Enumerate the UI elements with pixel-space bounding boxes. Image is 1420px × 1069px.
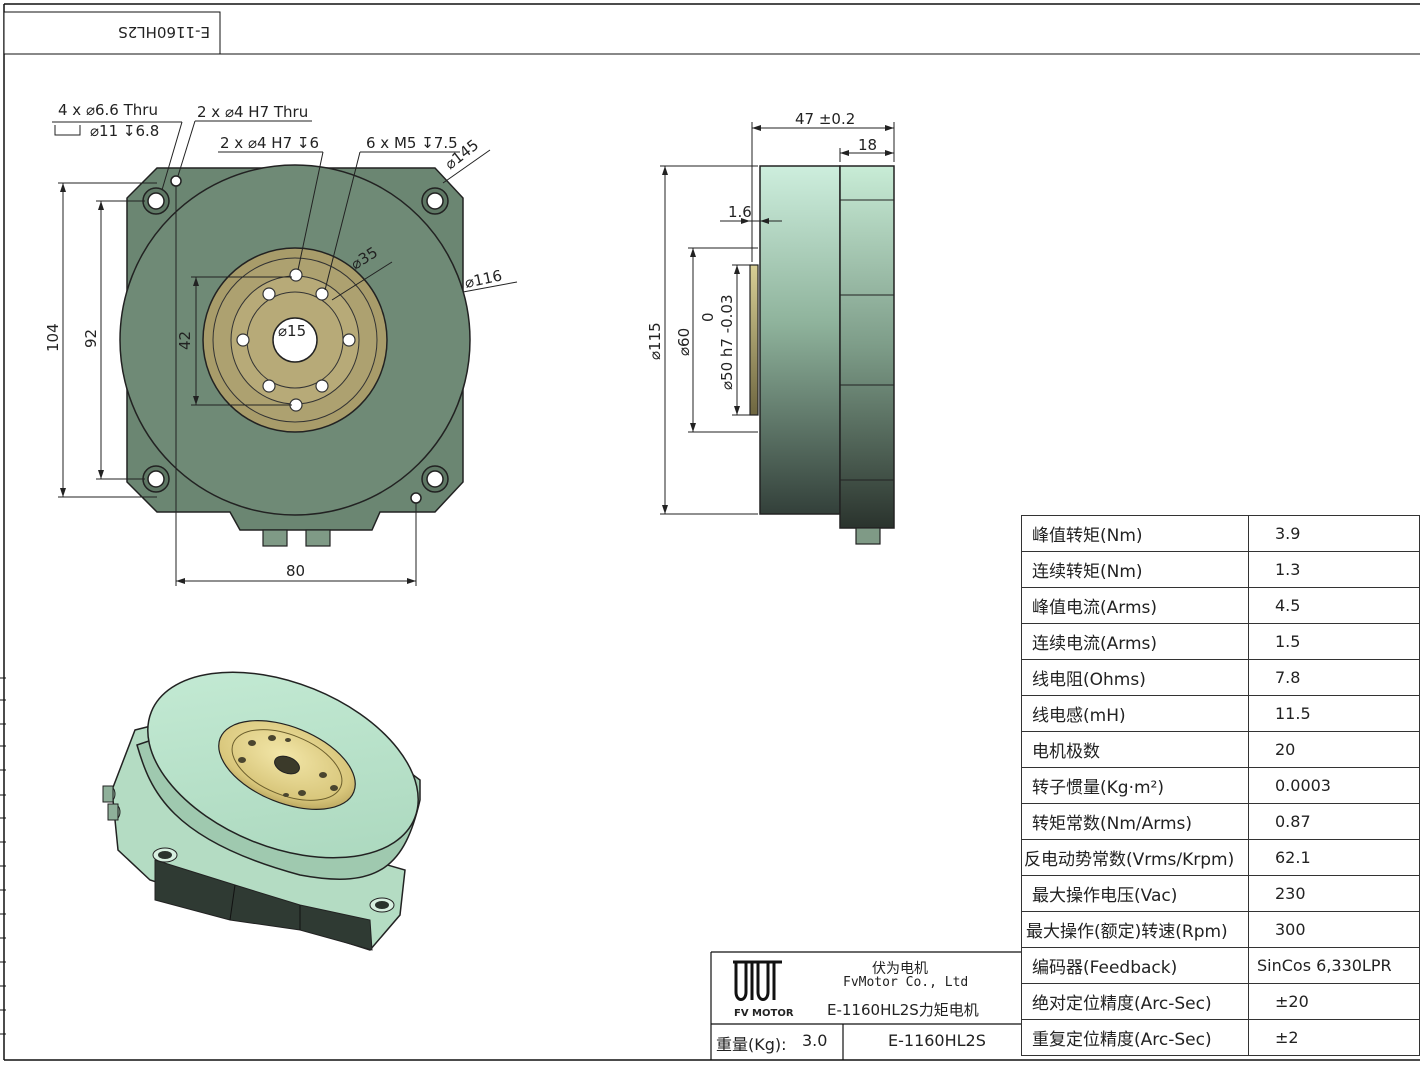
title-block-lines bbox=[710, 951, 1021, 1060]
front-view: 4 x ⌀6.6 Thru ⌀11 ↧6.8 2 x ⌀4 H7 Thru 2 … bbox=[44, 101, 518, 586]
sheet-border bbox=[3, 3, 1420, 1061]
product-desc: E-1160HL2S力矩电机 bbox=[827, 1001, 979, 1019]
spec-value: ±20 bbox=[1248, 983, 1420, 1020]
rotor-holes bbox=[236, 268, 356, 412]
tol-upper-label: 0 bbox=[699, 312, 717, 322]
spec-value: 3.9 bbox=[1248, 515, 1420, 552]
center-bore bbox=[272, 317, 318, 363]
spec-label: 线电感(mH) bbox=[1021, 695, 1249, 732]
spec-row: 最大操作电压(Vac)230 bbox=[1021, 875, 1420, 912]
spec-value: 0.87 bbox=[1248, 803, 1420, 840]
spec-value: 1.3 bbox=[1248, 551, 1420, 588]
company-cn: 伏为电机 bbox=[872, 961, 928, 977]
front-arrows bbox=[60, 183, 416, 584]
spec-row: 转子惯量(Kg·m²)0.0003 bbox=[1021, 767, 1420, 804]
spec-row: 线电感(mH)11.5 bbox=[1021, 695, 1420, 732]
spec-row: 最大操作(额定)转速(Rpm)300 bbox=[1021, 911, 1420, 948]
company-en: FvMotor Co., Ltd bbox=[843, 975, 969, 990]
dia-116-label: ⌀116 bbox=[463, 266, 504, 291]
spec-table: 峰值转矩(Nm)3.9 连续转矩(Nm)1.3 峰值电流(Arms)4.5 连续… bbox=[1021, 515, 1420, 1056]
spec-value: SinCos 6,330LPR bbox=[1248, 947, 1420, 984]
holes-d-label: 6 x M5 ↧7.5 bbox=[366, 134, 458, 152]
side-view: 47 ±0.2 18 1.6 ⌀115 ⌀60 0 ⌀50 h7 -0.03 bbox=[646, 110, 895, 545]
dim-104-label: 104 bbox=[44, 323, 62, 352]
spec-row: 连续转矩(Nm)1.3 bbox=[1021, 551, 1420, 588]
spec-label: 峰值转矩(Nm) bbox=[1021, 515, 1249, 552]
holes-c-label: 2 x ⌀4 H7 ↧6 bbox=[220, 134, 319, 152]
spec-label: 峰值电流(Arms) bbox=[1021, 587, 1249, 624]
part-number: E-1160HL2S bbox=[888, 1031, 986, 1050]
spec-row: 连续电流(Arms)1.5 bbox=[1021, 623, 1420, 660]
spec-label: 最大操作(额定)转速(Rpm) bbox=[1021, 911, 1249, 948]
weight-value: 3.0 bbox=[802, 1031, 828, 1050]
iso-stator-band bbox=[154, 859, 373, 951]
front-connectors bbox=[262, 529, 331, 547]
spec-row: 绝对定位精度(Arc-Sec)±20 bbox=[1021, 983, 1420, 1020]
side-flange bbox=[749, 264, 759, 416]
dia-115-label: ⌀115 bbox=[646, 322, 664, 360]
spec-value: 300 bbox=[1248, 911, 1420, 948]
spec-value: 62.1 bbox=[1248, 839, 1420, 876]
spec-row: 峰值电流(Arms)4.5 bbox=[1021, 587, 1420, 624]
cbore-symbol bbox=[54, 125, 81, 136]
holes-b-label: 2 x ⌀4 H7 Thru bbox=[197, 103, 308, 121]
iso-center-bore bbox=[274, 755, 300, 775]
dim-42-label: 42 bbox=[176, 331, 194, 350]
front-dim-lines bbox=[52, 120, 518, 586]
spec-label: 连续电流(Arms) bbox=[1021, 623, 1249, 660]
spec-label: 转子惯量(Kg·m²) bbox=[1021, 767, 1249, 804]
spec-label: 转矩常数(Nm/Arms) bbox=[1021, 803, 1249, 840]
spec-value: 0.0003 bbox=[1248, 767, 1420, 804]
dia-60-label: ⌀60 bbox=[675, 328, 693, 356]
side-body bbox=[759, 165, 841, 515]
holes-a-label: 4 x ⌀6.6 Thru bbox=[58, 101, 158, 119]
spec-row: 编码器(Feedback)SinCos 6,330LPR bbox=[1021, 947, 1420, 984]
spec-label: 电机极数 bbox=[1021, 731, 1249, 768]
edge-ticks bbox=[0, 677, 6, 1035]
corner-holes bbox=[142, 175, 449, 504]
iso-view bbox=[102, 671, 421, 951]
spec-label: 编码器(Feedback) bbox=[1021, 947, 1249, 984]
weight-label: 重量(Kg): bbox=[716, 1035, 787, 1054]
spec-value: 7.8 bbox=[1248, 659, 1420, 696]
spec-label: 最大操作电压(Vac) bbox=[1021, 875, 1249, 912]
spec-row: 峰值转矩(Nm)3.9 bbox=[1021, 515, 1420, 552]
logo-text: FV MOTOR bbox=[734, 1008, 794, 1019]
side-stator bbox=[839, 165, 895, 529]
iso-rotor-holes bbox=[238, 735, 338, 797]
side-arrows bbox=[662, 125, 894, 514]
fv-motor-logo bbox=[733, 960, 782, 1001]
spec-value: 4.5 bbox=[1248, 587, 1420, 624]
spec-label: 绝对定位精度(Arc-Sec) bbox=[1021, 983, 1249, 1020]
spec-value: ±2 bbox=[1248, 1019, 1420, 1056]
rev-tag: E-1160HL2S bbox=[3, 11, 221, 55]
spec-label: 连续转矩(Nm) bbox=[1021, 551, 1249, 588]
dim-18-label: 18 bbox=[858, 136, 877, 154]
dim-47-label: 47 ±0.2 bbox=[795, 110, 855, 128]
spec-row: 转矩常数(Nm/Arms)0.87 bbox=[1021, 803, 1420, 840]
dim-1-6-label: 1.6 bbox=[728, 203, 752, 221]
rev-tag-text: E-1160HL2S bbox=[118, 23, 210, 41]
spec-row: 重复定位精度(Arc-Sec)±2 bbox=[1021, 1019, 1420, 1056]
dia-50-label: ⌀50 h7 -0.03 bbox=[718, 294, 736, 390]
spec-value: 11.5 bbox=[1248, 695, 1420, 732]
iso-connectors bbox=[102, 785, 121, 821]
spec-value: 1.5 bbox=[1248, 623, 1420, 660]
spec-value: 20 bbox=[1248, 731, 1420, 768]
spec-label: 反电动势常数(Vrms/Krpm) bbox=[1021, 839, 1249, 876]
spec-row: 线电阻(Ohms)7.8 bbox=[1021, 659, 1420, 696]
dim-80-label: 80 bbox=[286, 562, 305, 580]
side-dim-lines bbox=[660, 122, 895, 515]
spec-label: 线电阻(Ohms) bbox=[1021, 659, 1249, 696]
dim-92-label: 92 bbox=[82, 329, 100, 348]
spec-row: 反电动势常数(Vrms/Krpm)62.1 bbox=[1021, 839, 1420, 876]
holes-a-cbore-label: ⌀11 ↧6.8 bbox=[90, 122, 159, 140]
side-connector bbox=[855, 527, 881, 545]
spec-value: 230 bbox=[1248, 875, 1420, 912]
dia-15-label: ⌀15 bbox=[278, 322, 306, 340]
spec-label: 重复定位精度(Arc-Sec) bbox=[1021, 1019, 1249, 1056]
